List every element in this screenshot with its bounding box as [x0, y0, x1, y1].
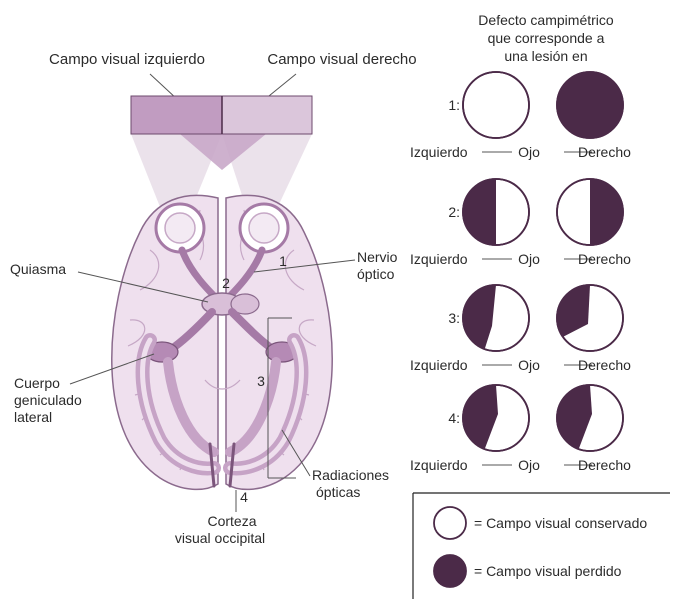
nervio-optico-label-1: Nervio	[357, 249, 398, 265]
nervio-optico-label-2: óptico	[357, 266, 395, 282]
cuerpo-geniculado-label-3: lateral	[14, 409, 52, 425]
eye-middle-label: Ojo	[518, 251, 540, 267]
row-2-right-eye-lost-area	[590, 179, 623, 245]
legend-lost-label: = Campo visual perdido	[474, 563, 622, 579]
legend-conserved-swatch	[434, 507, 466, 539]
cuerpo-geniculado-label-1: Cuerpo	[14, 375, 60, 391]
defect-row-3: 3: Izquierdo Ojo Derecho	[410, 285, 631, 373]
lesion-marker-2: 2	[222, 275, 230, 291]
defect-row-number: 4:	[448, 410, 460, 426]
defect-row-1: 1: Izquierdo Ojo Derecho	[410, 72, 631, 160]
eye-right-label: Derecho	[578, 251, 631, 267]
right-eye	[240, 204, 288, 252]
eye-left-label: Izquierdo	[410, 144, 468, 160]
legend: = Campo visual conservado = Campo visual…	[413, 493, 670, 599]
eye-left-label: Izquierdo	[410, 251, 468, 267]
defect-row-4: 4: Izquierdo Ojo Derecho	[410, 385, 631, 473]
defects-title-line-3: una lesión en	[504, 48, 587, 64]
right-visual-field-bar	[222, 96, 312, 134]
corteza-label-2: visual occipital	[175, 530, 265, 546]
left-visual-field-bar	[131, 96, 222, 134]
defect-row-number: 1:	[448, 97, 460, 113]
corteza-label-1: Corteza	[207, 513, 256, 529]
lesion-marker-1: 1	[279, 253, 287, 269]
eye-right-label: Derecho	[578, 144, 631, 160]
defect-row-number: 3:	[448, 310, 460, 326]
lesion-marker-4: 4	[240, 489, 248, 505]
radiaciones-label-1: Radiaciones	[312, 467, 389, 483]
left-eye	[156, 204, 204, 252]
eye-left-label: Izquierdo	[410, 457, 468, 473]
defects-title-line-1: Defecto campimétrico	[478, 12, 614, 28]
defects-title-line-2: que corresponde a	[488, 30, 605, 46]
legend-conserved-label: = Campo visual conservado	[474, 515, 647, 531]
row-2-left-eye-lost-area	[463, 179, 496, 245]
legend-lost-swatch	[434, 555, 466, 587]
eye-right-label: Derecho	[578, 357, 631, 373]
eye-left-label: Izquierdo	[410, 357, 468, 373]
eye-middle-label: Ojo	[518, 144, 540, 160]
row-1-right-eye-lost-area	[557, 72, 623, 138]
quiasma-label: Quiasma	[10, 261, 66, 277]
eye-middle-label: Ojo	[518, 457, 540, 473]
defect-row-2: 2: Izquierdo Ojo Derecho	[410, 179, 631, 267]
eye-middle-label: Ojo	[518, 357, 540, 373]
radiaciones-label-2: ópticas	[316, 484, 360, 500]
defect-row-number: 2:	[448, 204, 460, 220]
right-visual-field-label: Campo visual derecho	[267, 51, 416, 68]
left-visual-field-label: Campo visual izquierdo	[49, 51, 205, 68]
eye-right-label: Derecho	[578, 457, 631, 473]
cuerpo-geniculado-label-2: geniculado	[14, 392, 82, 408]
lesion-marker-3: 3	[257, 373, 265, 389]
